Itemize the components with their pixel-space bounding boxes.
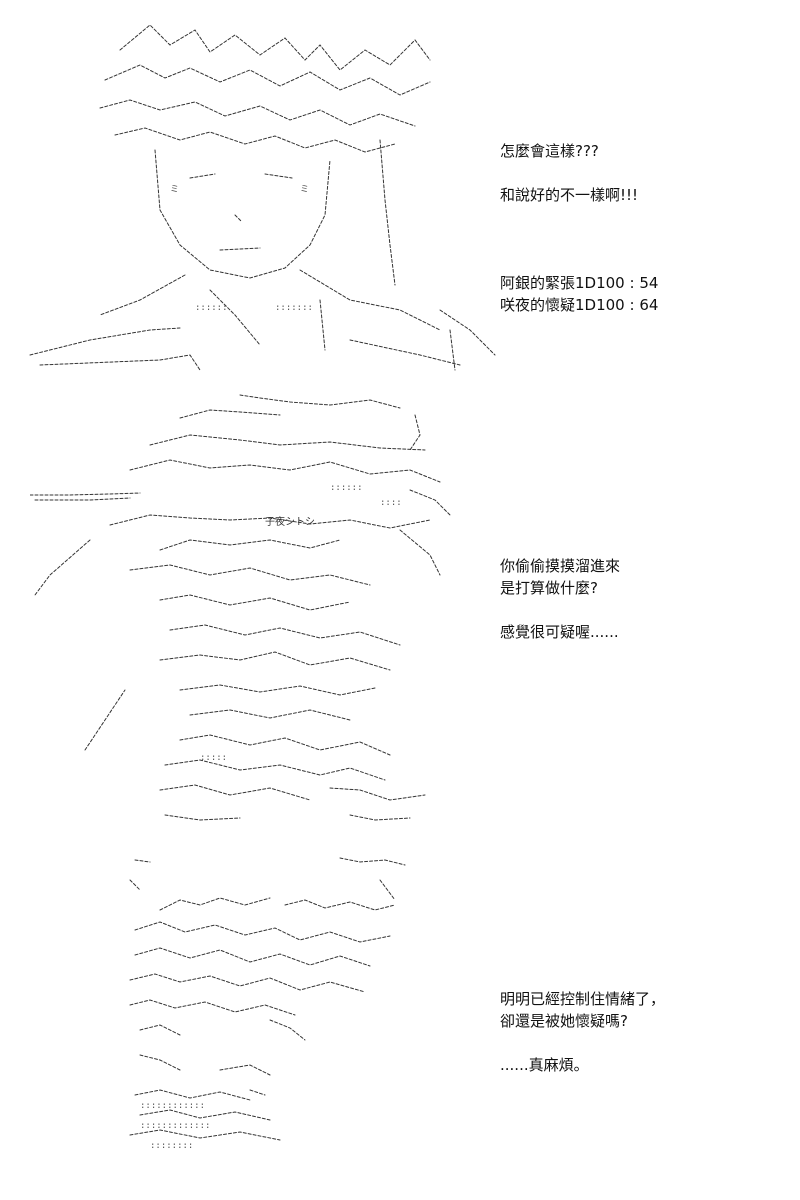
dialogue-panel-3: 明明已經控制住情緒了， 卻還是被她懷疑嗎? ......真麻煩。 xyxy=(500,988,665,1076)
ascii-art-glyph: :::::: xyxy=(195,303,228,313)
dialogue-line xyxy=(500,1032,665,1054)
dialogue-line xyxy=(500,206,658,228)
ascii-art-text: 子夜シトシ xyxy=(265,515,315,528)
ascii-art-drawing-1: ミ ミ :::::: ::::::: xyxy=(29,24,496,371)
panel-1: ミ ミ :::::: ::::::: 怎麼會這樣??? 和說好的不一樣啊!!! … xyxy=(0,0,800,380)
ascii-art-glyph: ミ xyxy=(170,185,179,195)
dice-roll-suspicion: 咲夜的懷疑1D100 : 64 xyxy=(500,296,659,314)
ascii-art-drawing-3: :::::::::::: ::::::::::::: :::::::: xyxy=(129,857,406,1150)
ascii-art-glyph: :::::::::::: xyxy=(140,1101,205,1111)
panel-3: :::::::::::: ::::::::::::: :::::::: 明明已經… xyxy=(0,840,800,1200)
dialogue-line: 你偷偷摸摸溜進來 xyxy=(500,557,621,575)
dialogue-panel-1: 怎麼會這樣??? 和說好的不一樣啊!!! 阿銀的緊張1D100 : 54 咲夜的… xyxy=(500,140,658,316)
dialogue-line: 明明已經控制住情緒了， xyxy=(500,990,666,1008)
ascii-art-drawing-2: 子夜シトシ :::::: :::: ::::: xyxy=(30,394,451,821)
ascii-art-character-3: :::::::::::: ::::::::::::: :::::::: xyxy=(120,850,410,1150)
dice-roll-tension: 阿銀的緊張1D100 : 54 xyxy=(500,274,659,292)
dialogue-line xyxy=(500,599,620,621)
dialogue-line: ......真麻煩。 xyxy=(500,1056,589,1074)
ascii-art-glyph: :::: xyxy=(380,498,402,508)
ascii-art-glyph: ::::::::::::: xyxy=(140,1121,210,1131)
ascii-art-glyph: :::::: xyxy=(330,483,363,493)
panel-2: 子夜シトシ :::::: :::: ::::: 你偷偷摸摸溜進來 是打算做什麼?… xyxy=(0,380,800,840)
ascii-art-character-2: 子夜シトシ :::::: :::: ::::: xyxy=(30,390,460,830)
dialogue-line: 感覺很可疑喔...... xyxy=(500,623,619,641)
dialogue-panel-2: 你偷偷摸摸溜進來 是打算做什麼? 感覺很可疑喔...... xyxy=(500,555,620,643)
dialogue-line: 是打算做什麼? xyxy=(500,579,598,597)
ascii-art-glyph: :::::::: xyxy=(150,1141,193,1150)
dialogue-line: 和說好的不一樣啊!!! xyxy=(500,186,639,204)
ascii-art-glyph: ::::::: xyxy=(275,303,313,313)
dialogue-line xyxy=(500,250,658,272)
ascii-art-character-1: ミ ミ :::::: ::::::: xyxy=(20,10,500,375)
dialogue-line: 卻還是被她懷疑嗎? xyxy=(500,1012,628,1030)
ascii-art-glyph: ::::: xyxy=(200,753,227,763)
dialogue-line xyxy=(500,162,658,184)
dialogue-line: 怎麼會這樣??? xyxy=(500,142,599,160)
dialogue-line xyxy=(500,228,658,250)
ascii-art-glyph: ミ xyxy=(300,185,309,195)
